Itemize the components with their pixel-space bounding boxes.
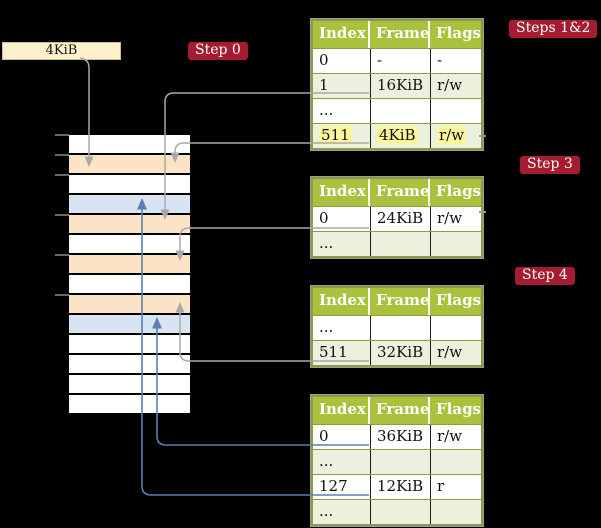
cell-index: ... (319, 101, 334, 119)
column-header-flags: Flags (428, 21, 481, 48)
cell-index: 511 (319, 343, 348, 361)
cell-frame: 24KiB (370, 207, 430, 231)
cell-frame: 36KiB (370, 425, 430, 449)
table-row: 0 - - (313, 48, 481, 73)
memory-row-white (69, 173, 190, 193)
cell-flags (430, 316, 481, 340)
memory-row-white (69, 373, 190, 393)
highlight: 4KiB (377, 126, 418, 144)
cell-frame (370, 500, 430, 524)
column-header-index: Index (319, 24, 366, 42)
memory-stack (69, 135, 190, 413)
column-header-index: Index (319, 400, 366, 418)
step-3-label: Step 3 (520, 156, 580, 174)
cell-flags: r/w (430, 341, 481, 365)
column-header-flags: Flags (428, 288, 481, 315)
table-header-row: Index Frame Flags (313, 397, 481, 424)
highlight: 511 (319, 126, 352, 144)
cell-frame (370, 99, 430, 123)
memory-row-blue (69, 313, 190, 333)
cell-index: 511 (313, 124, 370, 148)
highlight: r/w (437, 126, 467, 144)
memory-tick-marks (55, 134, 69, 296)
cell-index: 127 (319, 477, 348, 495)
cell-flags: r/w (430, 74, 481, 98)
memory-row-white (69, 393, 190, 413)
column-header-index: Index (319, 291, 366, 309)
column-header-flags: Flags (428, 179, 481, 206)
page-table-step-3: Index Frame Flags 0 24KiB r/w ... (310, 176, 484, 259)
cell-flags: - (430, 49, 481, 73)
cell-frame: 16KiB (370, 74, 430, 98)
step-0-label: Step 0 (188, 42, 248, 60)
table-row: ... (313, 449, 481, 474)
frame-size-box: 4KiB (2, 42, 121, 60)
cell-frame: 12KiB (370, 475, 430, 499)
page-table-steps-1-2: Index Frame Flags 0 - - 1 16KiB r/w ... … (310, 18, 484, 151)
cell-index: 0 (319, 51, 329, 69)
memory-row-peach (69, 213, 190, 233)
cell-index: 0 (319, 427, 329, 445)
cell-index: ... (319, 452, 334, 470)
step-4-label: Step 4 (515, 267, 575, 285)
cell-flags (430, 232, 481, 256)
cell-frame: - (370, 49, 430, 73)
memory-row-peach (69, 293, 190, 313)
cell-flags (430, 500, 481, 524)
table-header-row: Index Frame Flags (313, 179, 481, 206)
table-row: 1 16KiB r/w (313, 73, 481, 98)
cell-frame: 32KiB (370, 341, 430, 365)
cell-index: 0 (319, 209, 329, 227)
memory-row-blue (69, 193, 190, 213)
column-header-frame: Frame (368, 21, 429, 48)
memory-row-white (69, 135, 190, 153)
memory-row-white (69, 353, 190, 373)
cell-index: ... (319, 234, 334, 252)
cell-index: ... (319, 318, 334, 336)
cell-flags: r/w (430, 124, 481, 148)
page-table-final: Index Frame Flags 0 36KiB r/w ... 127 12… (310, 394, 484, 527)
memory-row-white (69, 273, 190, 293)
table-header-row: Index Frame Flags (313, 21, 481, 48)
table-row: 0 24KiB r/w (313, 206, 481, 231)
table-row: ... (313, 98, 481, 123)
table-row: 127 12KiB r (313, 474, 481, 499)
column-header-flags: Flags (428, 397, 481, 424)
cell-flags: r/w (430, 207, 481, 231)
table-row: 511 32KiB r/w (313, 340, 481, 365)
cell-flags (430, 99, 481, 123)
cell-index: ... (319, 502, 334, 520)
table-row: ... (313, 499, 481, 524)
table-row-highlighted: 511 4KiB r/w (313, 123, 481, 148)
steps-1-2-label: Steps 1&2 (509, 20, 598, 38)
memory-row-peach (69, 153, 190, 173)
table-row: 0 36KiB r/w (313, 424, 481, 449)
cell-frame (370, 450, 430, 474)
table-header-row: Index Frame Flags (313, 288, 481, 315)
cell-flags: r/w (430, 425, 481, 449)
page-table-step-4: Index Frame Flags ... 511 32KiB r/w (310, 285, 484, 368)
table-row: ... (313, 315, 481, 340)
cell-index: 1 (319, 76, 329, 94)
cell-flags (430, 450, 481, 474)
column-header-frame: Frame (368, 288, 429, 315)
cell-frame (370, 232, 430, 256)
table-row: ... (313, 231, 481, 256)
column-header-frame: Frame (368, 179, 429, 206)
column-header-index: Index (319, 182, 366, 200)
column-header-frame: Frame (368, 397, 429, 424)
cell-frame: 4KiB (370, 124, 430, 148)
cell-frame (370, 316, 430, 340)
cell-flags: r (430, 475, 481, 499)
memory-row-peach (69, 253, 190, 273)
memory-row-white (69, 233, 190, 253)
memory-row-white (69, 333, 190, 353)
